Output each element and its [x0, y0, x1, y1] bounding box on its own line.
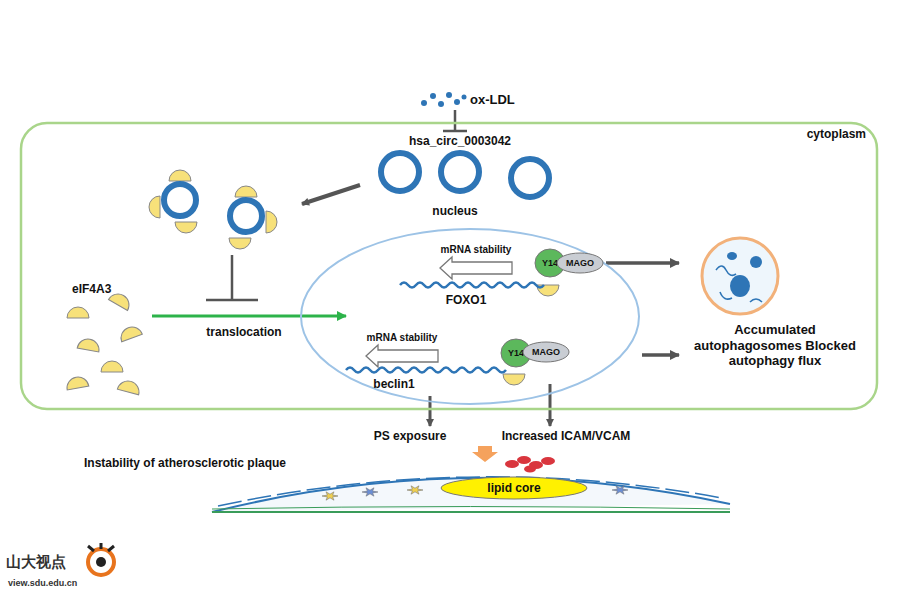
node-text: MAGO — [532, 347, 560, 357]
lipid-core: lipid core — [440, 476, 588, 500]
down-arrows — [430, 384, 550, 426]
eif4a3-proteins — [65, 170, 559, 395]
watermark: view.sdu.edu.cn — [8, 578, 77, 588]
gene-label: FOXO1 — [446, 294, 487, 308]
logo — [88, 543, 114, 575]
node-text: Y14 — [542, 258, 558, 268]
watermark: 山大视点 — [6, 553, 66, 570]
node-text: cytoplasm — [807, 127, 866, 141]
inhibition-bar — [206, 255, 258, 300]
outcome-label: Instability of atherosclerotic plaque — [84, 457, 286, 471]
node-text: lipid core — [487, 481, 540, 495]
mago-protein: MAGO — [556, 252, 604, 274]
circrna-label: hsa_circ_0003042 — [409, 135, 511, 149]
mago-protein: MAGO — [522, 341, 570, 363]
node-text: nucleus — [300, 204, 640, 218]
inhibition-line — [443, 110, 467, 131]
molecule-label: ox-LDL — [470, 93, 515, 108]
node-text: Y14 — [508, 348, 524, 358]
process-label: translocation — [206, 326, 281, 340]
autophagosome: Accumulated autophagosomes Blocked autop… — [680, 232, 870, 377]
node-text: MAGO — [566, 258, 594, 268]
outcome-label: PS exposure — [374, 430, 447, 444]
complex-rings — [164, 184, 262, 232]
arrow-connector — [642, 353, 679, 357]
mrna-strands — [346, 283, 544, 373]
binding-arrow — [302, 185, 360, 204]
cell-outline: cytoplasmnucleusY14MAGOY14MAGOAccumulate… — [20, 122, 878, 410]
stability-arrows — [366, 257, 512, 367]
gene-label: beclin1 — [373, 378, 414, 392]
process-label: mRNA stability — [367, 332, 438, 344]
outcome-label: Increased ICAM/VCAM — [502, 430, 631, 444]
plaque — [212, 446, 730, 512]
ox-ldl-dots — [421, 92, 467, 107]
protein-label: eIF4A3 — [72, 283, 111, 297]
process-label: mRNA stability — [441, 244, 512, 256]
translocation-arrow — [152, 315, 346, 318]
arrow-connector — [606, 261, 679, 265]
node-text: Accumulated autophagosomes Blocked autop… — [680, 322, 870, 369]
circrna-rings — [381, 153, 549, 197]
